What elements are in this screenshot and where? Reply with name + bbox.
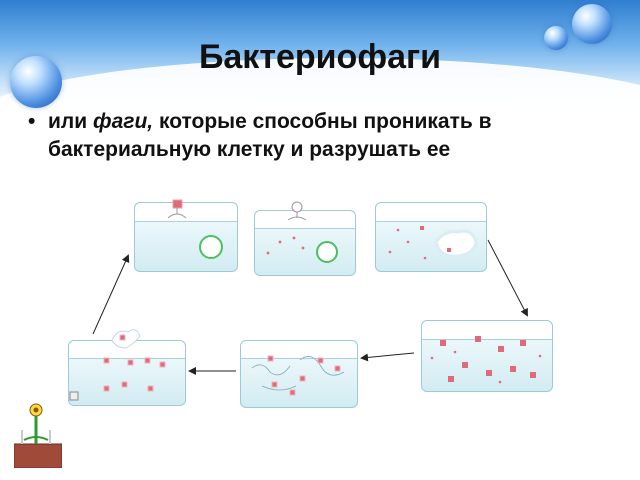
nucleoid-icon: [316, 241, 338, 263]
decorative-bubble-small: [544, 26, 568, 50]
lysed-membrane-icon: [111, 329, 141, 349]
phage-parts-dots: [388, 226, 451, 260]
cell-membrane: [376, 203, 486, 222]
phage-icon: [167, 199, 187, 219]
bullet-text: или фаги, которые способны проникать в б…: [48, 108, 628, 164]
small-frame-icon: [69, 391, 79, 401]
released-phages: [103, 334, 166, 392]
cell-membrane: [422, 321, 552, 341]
stage-1-cell: [134, 202, 238, 272]
bullet-marker: •: [28, 110, 36, 133]
stage-6-cell: [68, 340, 186, 406]
bullet-rest: которые способны проникать в бактериальн…: [48, 110, 492, 161]
stage-5-cell: [240, 340, 358, 408]
stage-4-cell: [421, 320, 553, 392]
bullet-lead: или: [48, 110, 93, 133]
plant-infection-icon: [14, 403, 62, 468]
phage-lifecycle-diagram: [0, 190, 640, 480]
cell-membrane: [241, 341, 357, 360]
slide-title: Бактериофаги: [198, 38, 442, 76]
assembled-phages: [430, 336, 542, 384]
mature-phages: [267, 355, 341, 396]
tail-fibers: [251, 356, 345, 391]
arrow-icon: [487, 239, 528, 317]
degraded-nucleoid-icon: [434, 229, 478, 258]
arrow-icon: [92, 254, 130, 335]
phage-dna-dots: [266, 236, 305, 255]
bullet-item: • или фаги, которые способны проникать в…: [28, 108, 628, 164]
nucleoid-icon: [199, 235, 223, 259]
cell-membrane: [135, 203, 237, 222]
diagram-overlay: [69, 199, 542, 401]
decorative-bubble-large: [10, 56, 62, 108]
bullet-emphasis: фаги,: [93, 110, 154, 133]
arrow-icon: [360, 352, 415, 362]
phage-icon: [287, 201, 307, 221]
stage-2-cell: [254, 210, 356, 276]
decorative-bubble-right: [572, 4, 612, 44]
cell-membrane: [69, 341, 185, 359]
